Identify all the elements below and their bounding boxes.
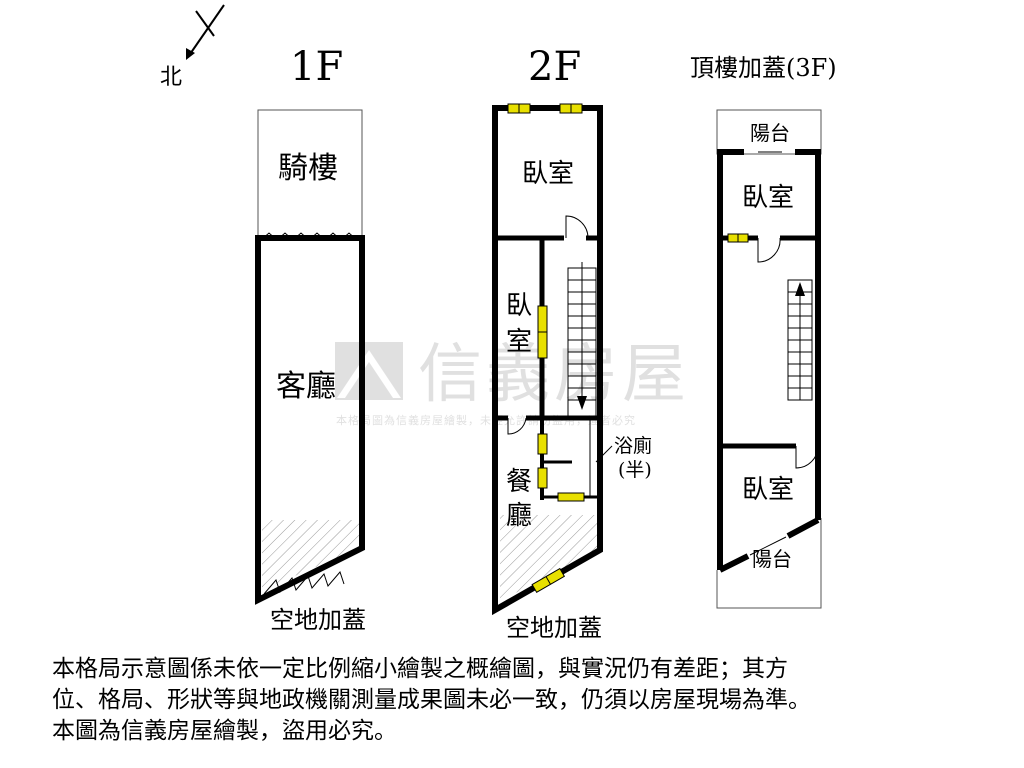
room-dining-2: 廳 <box>506 501 532 531</box>
windows-2f <box>507 103 585 594</box>
watermark-brand: 信義房屋 <box>418 338 690 412</box>
windows-3f <box>727 233 749 243</box>
floor-2f: 2F <box>492 44 652 642</box>
room-living: 客廳 <box>276 369 336 404</box>
disclaimer-text: 本格局示意圖係未依一定比例縮小繪製之概繪圖，與實況仍有差距；其方 位、格局、形狀… <box>52 654 1012 747</box>
north-compass: 北 <box>160 4 225 90</box>
floor-2f-note: 空地加蓋 <box>506 614 602 642</box>
room-balcony-top: 陽台 <box>750 121 790 145</box>
door-swing-icon <box>795 445 819 469</box>
staircase-icon <box>787 279 813 401</box>
watermark-logo-icon <box>335 342 403 400</box>
disclaimer-line: 本格局示意圖係未依一定比例縮小繪製之概繪圖，與實況仍有差距；其方 <box>52 656 788 682</box>
disclaimer-line: 本圖為信義房屋繪製，盜用必究。 <box>52 718 397 744</box>
hatched-corner-2f <box>500 515 598 600</box>
room-balcony-bottom: 陽台 <box>752 547 792 571</box>
disclaimer-line: 位、格局、形狀等與地政機關測量成果圖未必一致，仍須以房屋現場為準。 <box>52 687 811 713</box>
floor-1f: 1F 騎樓 客廳 空地加蓋 <box>255 44 366 634</box>
compass-arrow-icon <box>187 4 225 58</box>
balcony-bottom-area <box>716 518 822 609</box>
floor-3f: 頂樓加蓋(3F) 陽台 臥室 臥室 陽台 <box>690 54 837 609</box>
room-bath-2: (半) <box>618 459 652 481</box>
watermark: 信義房屋 本格局圖為信義房屋繪製，未經允許請勿盜用，違者必究 <box>335 338 690 427</box>
rear-shutter-1f <box>263 571 345 595</box>
staircase-icon <box>567 262 597 417</box>
door-swing-icon <box>565 215 589 239</box>
living-room-walls <box>255 235 365 605</box>
floor-3f-title: 頂樓加蓋(3F) <box>690 54 837 82</box>
room-arcade: 騎樓 <box>278 151 338 186</box>
room-bath-1: 浴廁 <box>614 434 652 457</box>
compass-north-label: 北 <box>160 65 182 90</box>
room-bedroom-top-3f: 臥室 <box>742 183 794 213</box>
floor-1f-title: 1F <box>290 44 343 90</box>
balcony-top-area <box>716 109 822 155</box>
hatched-corner-1f <box>262 520 360 590</box>
room-bedroom-middle-2: 室 <box>506 327 532 357</box>
room-bedroom-bottom-3f: 臥室 <box>742 475 794 505</box>
room-bedroom-middle-1: 臥 <box>506 291 532 321</box>
floor-1f-note: 空地加蓋 <box>270 606 366 634</box>
room-dining-1: 餐 <box>506 467 532 497</box>
door-swing-icon <box>507 417 527 435</box>
room-bedroom-front: 臥室 <box>522 159 574 189</box>
floor-plan-diagram: 信義房屋 本格局圖為信義房屋繪製，未經允許請勿盜用，違者必究 北 1F 騎樓 客… <box>160 4 837 642</box>
door-swing-icon <box>757 237 781 263</box>
floor-2f-title: 2F <box>528 44 581 90</box>
